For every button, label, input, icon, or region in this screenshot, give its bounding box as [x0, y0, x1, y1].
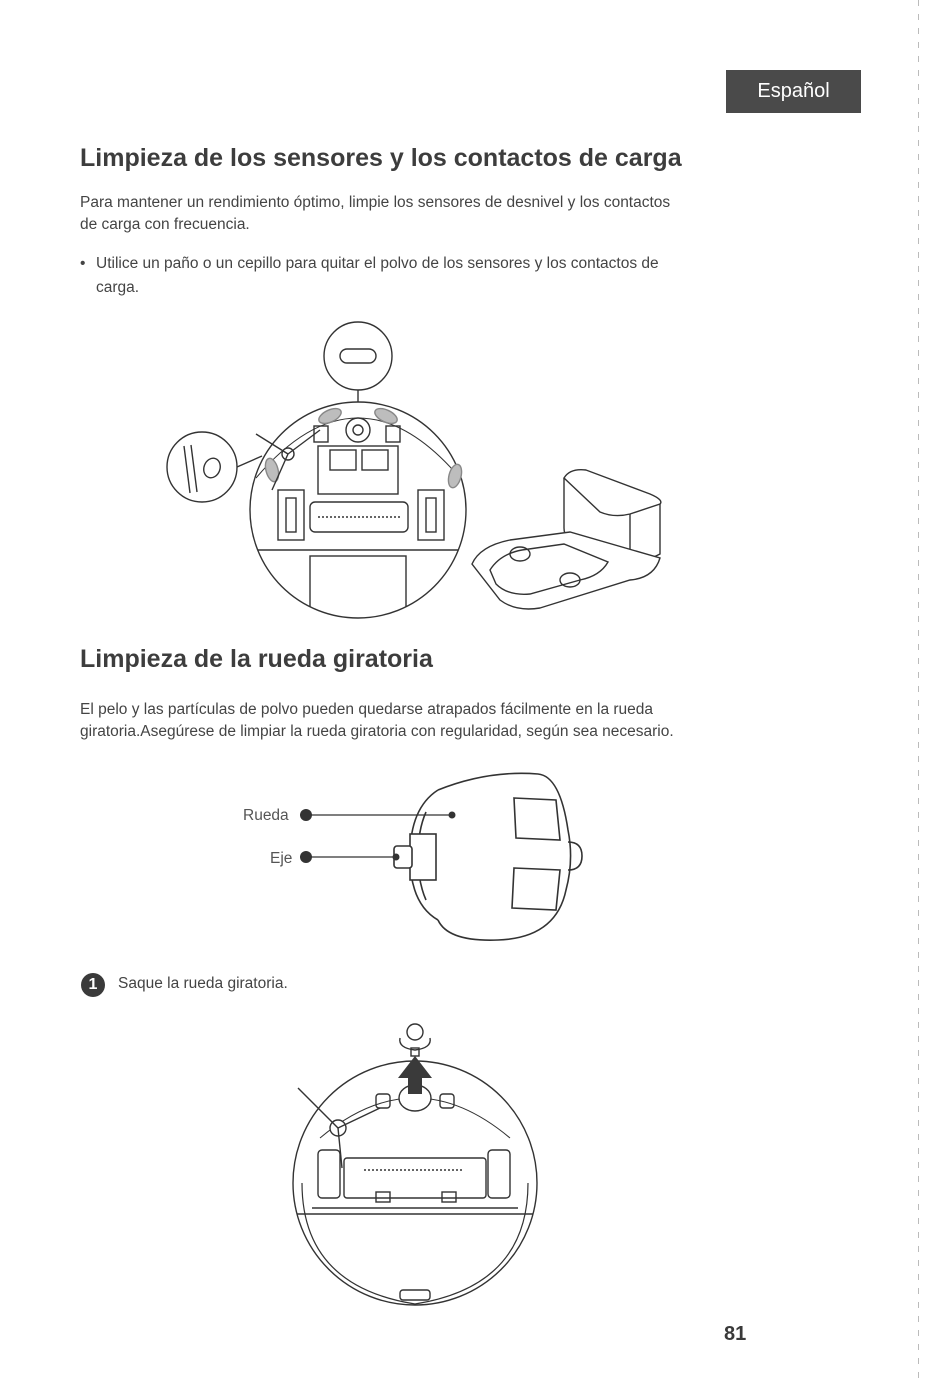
robot-sensors-illustration — [166, 321, 662, 619]
step-text: Saque la rueda giratoria. — [118, 975, 288, 992]
bullet-marker: • — [80, 255, 86, 272]
axle-label: Eje — [270, 850, 293, 867]
step-number: 1 — [81, 973, 105, 997]
language-tab: Español — [726, 70, 861, 113]
caster-paragraph-line2: giratoria.Asegúrese de limpiar la rueda … — [80, 723, 674, 740]
caster-removal-illustration — [292, 1023, 538, 1306]
bullet-text-line2: carga. — [96, 279, 140, 296]
page-edge-marker — [918, 0, 919, 1385]
bullet-text-line1: Utilice un paño o un cepillo para quitar… — [96, 255, 659, 272]
sensors-paragraph: Para mantener un rendimiento óptimo, lim… — [80, 192, 752, 236]
caster-paragraph-line1: El pelo y las partículas de polvo pueden… — [80, 701, 654, 718]
section-title-sensors: Limpieza de los sensores y los contactos… — [80, 144, 682, 172]
section-title-caster: Limpieza de la rueda giratoria — [80, 645, 433, 673]
sensors-bullet: • Utilice un paño o un cepillo para quit… — [80, 252, 752, 300]
sensors-paragraph-line1: Para mantener un rendimiento óptimo, lim… — [80, 194, 671, 211]
wheel-label: Rueda — [243, 807, 289, 824]
caster-wheel-illustration — [300, 772, 583, 941]
page-number: 81 — [724, 1323, 747, 1345]
bullet-text: Utilice un paño o un cepillo para quitar… — [80, 252, 752, 300]
sensors-paragraph-line2: de carga con frecuencia. — [80, 216, 250, 233]
caster-paragraph: El pelo y las partículas de polvo pueden… — [80, 699, 752, 743]
